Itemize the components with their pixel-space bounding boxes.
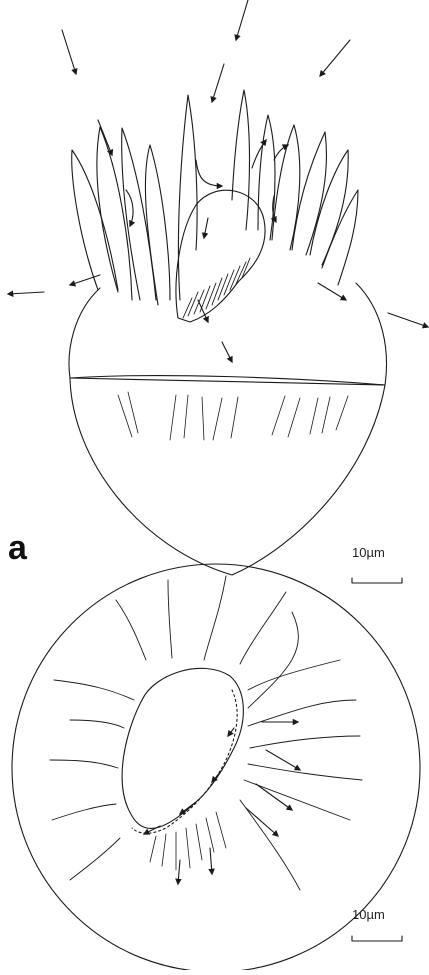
- flow-arrows-a: [8, 0, 428, 362]
- oral-cilia: [183, 258, 250, 318]
- oral-fringe: [150, 812, 226, 870]
- panel-a-drawing: [8, 0, 428, 575]
- body-upper-outline: [69, 283, 386, 385]
- scale-bar-a-line: [352, 578, 402, 583]
- body-lower-outline: [70, 378, 385, 575]
- flow-arrows-b: [144, 722, 300, 884]
- oral-bulb: [176, 190, 265, 322]
- peristome: [122, 668, 243, 828]
- membranelles: [72, 90, 358, 305]
- kinety-lines: [50, 576, 362, 890]
- panel-label-a: a: [8, 529, 27, 568]
- scale-bar-b-line: [352, 936, 402, 941]
- scale-bar-b-label: 10µm: [352, 907, 385, 922]
- scale-bar-a-label: 10µm: [352, 545, 385, 560]
- lower-streaks: [118, 392, 348, 440]
